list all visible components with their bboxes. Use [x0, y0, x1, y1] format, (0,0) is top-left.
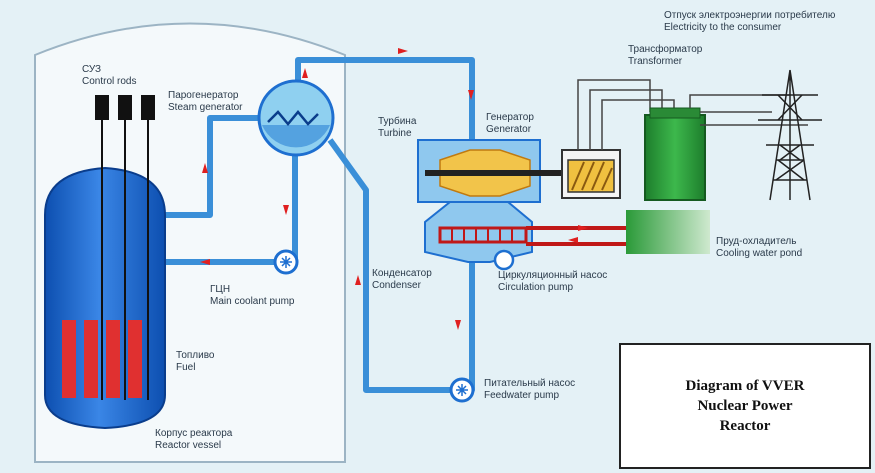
- caption-line: Reactor: [719, 418, 771, 434]
- condenser: [424, 201, 533, 263]
- flow-arrows: [200, 48, 588, 330]
- control-rod-drive: [118, 95, 132, 120]
- hot-leg-pipe: [162, 115, 262, 218]
- steam-pipe: [295, 57, 475, 140]
- control-rod-drive: [141, 95, 155, 120]
- control-rod-drive: [95, 95, 109, 120]
- transformer: [644, 114, 706, 201]
- generator-core: [567, 159, 615, 193]
- circulation-pump-icon: [493, 249, 515, 271]
- fuel-rod: [128, 320, 142, 398]
- caption-line: Diagram of VVER: [685, 378, 805, 394]
- cooling-water-pond: [626, 210, 710, 254]
- transmission-tower-icon: [758, 69, 822, 201]
- fuel-rod: [62, 320, 76, 398]
- fuel-rod: [106, 320, 120, 398]
- pump-impeller: [456, 384, 468, 396]
- caption-box: Diagram of VVER Nuclear Power Reactor: [619, 343, 871, 469]
- steam-generator-coil: [267, 110, 319, 126]
- caption-line: Nuclear Power: [697, 398, 793, 414]
- steam-generator-water: [262, 125, 330, 148]
- feedwater-pipe: [327, 138, 475, 393]
- pump-impeller: [280, 256, 292, 268]
- fuel-rod: [84, 320, 98, 398]
- condenser-tubes: [438, 226, 528, 244]
